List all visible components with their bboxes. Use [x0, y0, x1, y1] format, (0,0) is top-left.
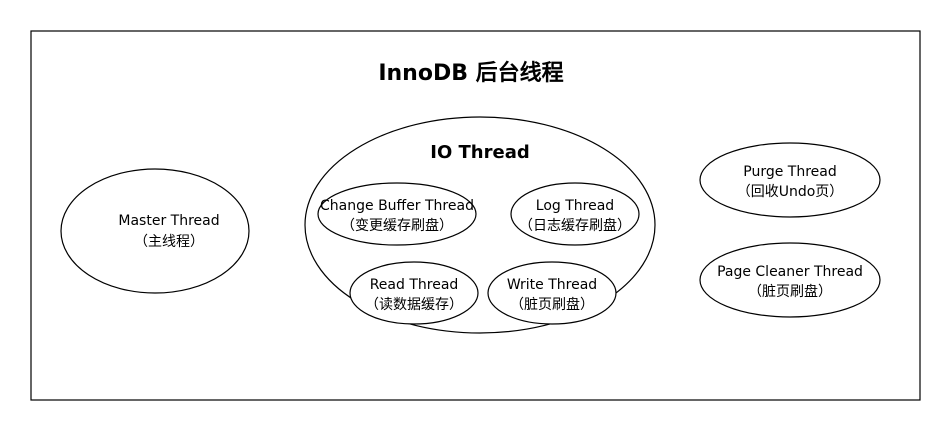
write-thread-ellipse — [487, 261, 617, 325]
io-thread-title: IO Thread — [430, 142, 529, 163]
node-write-thread: Write Thread （脏页刷盘） — [487, 261, 617, 325]
diagram-title: InnoDB 后台线程 — [378, 60, 563, 86]
page-cleaner-thread-ellipse — [699, 242, 881, 318]
change-buffer-thread-desc: （变更缓存刷盘） — [341, 217, 453, 234]
write-thread-desc: （脏页刷盘） — [510, 296, 594, 313]
read-thread-name: Read Thread — [370, 277, 459, 293]
page-cleaner-thread-name: Page Cleaner Thread — [717, 264, 863, 280]
read-thread-ellipse — [349, 261, 479, 325]
log-thread-desc: （日志缓存刷盘） — [519, 217, 631, 234]
purge-thread-name: Purge Thread — [743, 164, 836, 180]
node-page-cleaner-thread: Page Cleaner Thread （脏页刷盘） — [699, 242, 881, 318]
node-log-thread: Log Thread （日志缓存刷盘） — [510, 182, 640, 246]
io-thread-group: IO Thread Change Buffer Thread （变更缓存刷盘） … — [304, 116, 656, 334]
write-thread-name: Write Thread — [507, 277, 597, 293]
master-thread-desc: （主线程） — [134, 234, 204, 250]
page-cleaner-thread-desc: （脏页刷盘） — [748, 283, 832, 300]
purge-thread-desc: （回收Undo页） — [737, 184, 844, 200]
node-purge-thread: Purge Thread （回收Undo页） — [699, 142, 881, 218]
log-thread-name: Log Thread — [536, 198, 614, 214]
read-thread-desc: （读数据缓存） — [365, 296, 463, 313]
change-buffer-thread-ellipse — [317, 182, 477, 246]
purge-thread-ellipse — [699, 142, 881, 218]
master-thread-name: Master Thread — [118, 213, 219, 229]
node-change-buffer-thread: Change Buffer Thread （变更缓存刷盘） — [317, 182, 477, 246]
node-read-thread: Read Thread （读数据缓存） — [349, 261, 479, 325]
master-thread-ellipse — [60, 168, 250, 294]
change-buffer-thread-name: Change Buffer Thread — [320, 198, 474, 214]
node-master-thread: Master Thread （主线程） — [60, 168, 250, 294]
log-thread-ellipse — [510, 182, 640, 246]
